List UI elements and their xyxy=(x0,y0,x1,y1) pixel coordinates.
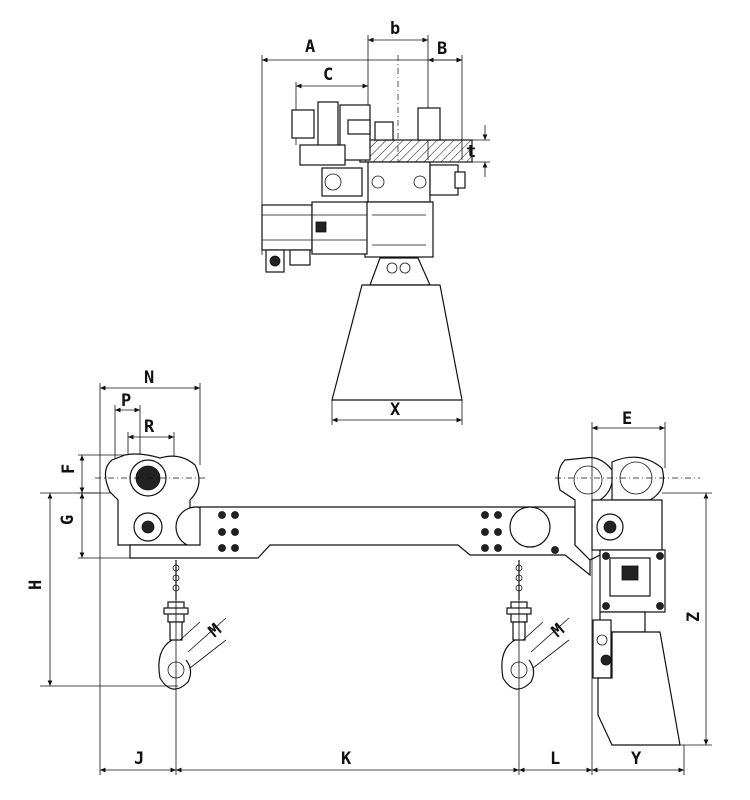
hopper xyxy=(331,257,463,425)
right-hook xyxy=(501,560,535,775)
dimension-n: N xyxy=(99,368,201,775)
label-z: Z xyxy=(684,612,704,622)
front-view: N P R F G xyxy=(26,368,712,775)
dimension-g: G xyxy=(58,493,130,559)
dimension-x: X xyxy=(332,400,462,423)
label-h: H xyxy=(26,580,46,590)
label-t: t xyxy=(466,142,476,162)
label-x: X xyxy=(390,400,401,420)
label-e: E xyxy=(622,409,632,429)
label-n: N xyxy=(144,368,154,388)
left-hook xyxy=(158,560,192,775)
left-trolley xyxy=(95,453,217,556)
label-b-large: B xyxy=(437,39,447,59)
label-m-right: M xyxy=(548,620,569,642)
dimension-h: H xyxy=(26,492,178,687)
trolley-body xyxy=(364,107,466,258)
label-l: L xyxy=(550,749,560,769)
label-y: Y xyxy=(631,749,642,769)
label-k: K xyxy=(341,749,352,769)
top-view: A b B C t xyxy=(261,19,490,425)
dimension-t: t xyxy=(466,125,490,177)
dimension-p: P xyxy=(114,391,141,460)
drive-motor xyxy=(291,101,371,197)
label-b-small: b xyxy=(390,19,400,39)
label-f: F xyxy=(59,464,79,474)
hoist-motor xyxy=(261,201,368,273)
label-p: P xyxy=(121,391,131,411)
dimension-z: Z xyxy=(662,492,712,746)
beam-flange xyxy=(359,139,473,163)
dimension-e: E xyxy=(591,409,666,775)
label-j: J xyxy=(134,749,144,769)
dimension-bottom-chain: J K L Y xyxy=(100,745,685,775)
label-c: C xyxy=(323,65,333,85)
right-hoist-unit xyxy=(555,456,700,746)
label-r: R xyxy=(144,417,155,437)
label-m-left: M xyxy=(205,620,226,642)
label-g: G xyxy=(58,515,78,525)
label-a: A xyxy=(305,37,315,57)
